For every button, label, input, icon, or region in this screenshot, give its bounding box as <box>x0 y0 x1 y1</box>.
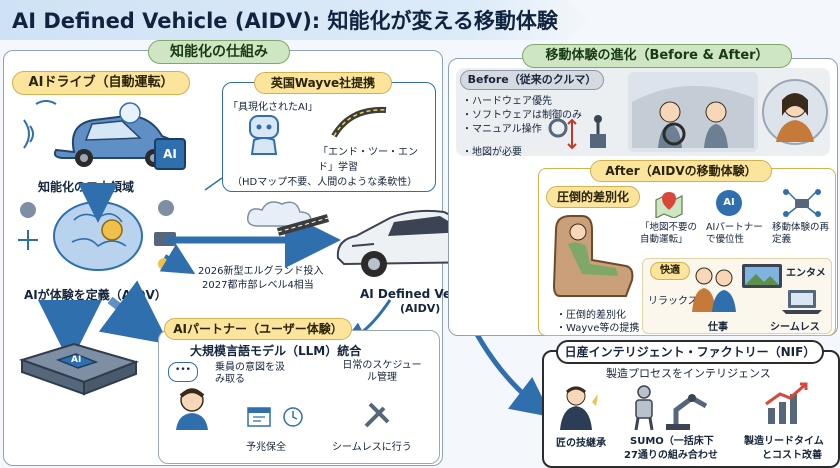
laptop-icon <box>782 290 822 314</box>
partner-schedule: 日常のスケジュール管理 <box>342 360 422 383</box>
nif-item-sumo-line2: 27通りの組み合わせ <box>624 450 718 461</box>
after-label: After（AIDVの移動体験） <box>590 160 772 182</box>
massage-chair-illustration <box>552 215 634 297</box>
passengers-illustration <box>692 267 736 312</box>
entertainment-label: エンタメ <box>786 268 826 279</box>
nif-item-leadtime-line2: とコスト改善 <box>762 450 822 461</box>
calendar-icon <box>247 407 271 427</box>
page-title: AI Defined Vehicle (AIDV): 知能化が変える移動体験 <box>12 9 558 33</box>
network-car-icon <box>783 189 821 217</box>
gear-shift-icon <box>548 115 606 150</box>
before-item-hardware: ・ハードウェア優先 <box>462 96 552 107</box>
wrench-icon <box>364 402 390 428</box>
before-label: Before（従来のクルマ） <box>460 70 604 90</box>
title-banner <box>0 0 590 40</box>
car-chip-label: AI <box>163 147 177 161</box>
partner-llm: 大規模言語モデル（LLM）統合 <box>190 344 362 358</box>
chip-label: AI <box>71 355 82 365</box>
nif-item-sumo-line1: SUMO（一括床下 <box>630 436 714 447</box>
ai-avatar-label: AI <box>723 197 735 208</box>
map-pin-icon <box>655 192 683 218</box>
before-item-map: ・地図が必要 <box>462 147 522 158</box>
partner-seamless: シームレスに行う <box>332 442 412 453</box>
roadmap-2027: 2027都市部レベル4相当 <box>202 280 314 291</box>
nif-item-leadtime-line1: 製造リードタイム <box>744 436 824 447</box>
tired-passenger-illustration <box>762 79 828 145</box>
wayve-quote-embodied: 「具現化されたAI」 <box>228 102 318 113</box>
before-item-manual: ・マニュアル操作 <box>462 124 542 135</box>
bar-growth-icon <box>765 382 808 424</box>
person-icon <box>176 388 208 430</box>
feature-redefine: 移動体験の再定義 <box>772 222 830 245</box>
differentiation-label: 圧倒的差別化 <box>546 186 640 208</box>
craftsman-illustration <box>560 386 598 430</box>
before-item-software: ・ソフトウェアは制御のみ <box>462 110 582 121</box>
clock-icon <box>283 407 303 427</box>
speech-bubble-icon: ••• <box>168 362 198 382</box>
robot-icon <box>249 115 279 155</box>
right-panel-header: 移動体験の進化（Before & After） <box>522 44 792 68</box>
work-label: 仕事 <box>708 322 728 333</box>
roadmap-2026: 2026新型エルグランド投入 <box>198 266 324 277</box>
aidrive-label: AIドライブ（自動運転） <box>12 71 190 95</box>
partner-label: AIパートナー（ユーザー体験） <box>164 318 352 340</box>
road-curve-icon <box>331 106 387 138</box>
nif-sub: 製造プロセスをインテリジェンス <box>606 367 771 380</box>
seamless-label: シームレス <box>770 322 820 333</box>
feature-ai-partner: AIパートナーで優位性 <box>706 222 763 245</box>
car-chip-icon: AI <box>154 138 186 170</box>
aidv-label-line2: (AIDV) <box>400 302 441 315</box>
partner-intent: 乗員の意図を汲み取る <box>215 362 285 385</box>
relax-label: リラックス <box>648 296 698 307</box>
feature-mapless: 「地図不要の自動運転」 <box>640 222 698 245</box>
after-point-diff: ・圧倒的差別化 <box>556 310 626 321</box>
ai-chip-illustration <box>18 342 140 396</box>
nif-item-craft: 匠の技継承 <box>556 438 606 449</box>
after-point-wayve: ・Wayve等の提携 <box>556 323 640 334</box>
manual-driver-illustration <box>628 72 758 152</box>
partner-maintenance: 予兆保全 <box>246 442 286 453</box>
cloud-road-illustration <box>246 201 330 236</box>
left-panel-header: 知能化の仕組み <box>148 40 290 64</box>
comfort-label: 快適 <box>650 262 690 280</box>
wayve-label: 英国Wayve社提携 <box>254 72 392 94</box>
wayve-note: （HDマップ不要、人間のような柔軟性） <box>232 177 418 188</box>
partner-panel <box>158 330 440 464</box>
factory-robot-illustration <box>634 385 708 430</box>
wayve-quote-end-to-end: 「エンド・ツー・エンド」学習 <box>318 147 418 173</box>
ai-avatar-icon: AI <box>716 190 742 216</box>
nif-label: 日産インテリジェント・ファクトリー（NIF） <box>556 340 824 364</box>
screen-icon <box>742 264 782 288</box>
